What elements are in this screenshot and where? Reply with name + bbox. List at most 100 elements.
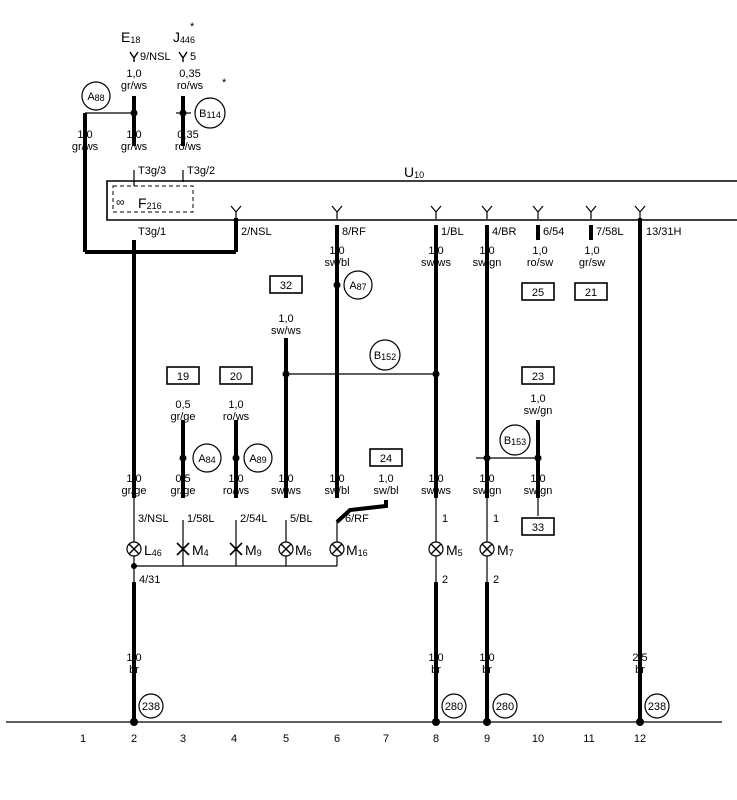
connector-t3g1: T3g/1 xyxy=(138,226,166,238)
svg-text:1,0: 1,0 xyxy=(126,129,141,141)
splice-b114-circle xyxy=(194,97,226,129)
lamp-m4-label: M4 xyxy=(192,542,209,558)
svg-text:1,0: 1,0 xyxy=(530,473,545,485)
ground-280-circle xyxy=(441,693,467,719)
module-u10-label: U10 xyxy=(404,164,424,180)
svg-text:1,0: 1,0 xyxy=(126,68,141,80)
svg-text:1,0: 1,0 xyxy=(278,313,293,325)
svg-text:1,0: 1,0 xyxy=(378,473,393,485)
junction-dot xyxy=(179,454,187,462)
svg-text:gr/ge: gr/ge xyxy=(170,411,195,423)
ground-280-circle xyxy=(492,693,518,719)
svg-text:ro/ws: ro/ws xyxy=(223,411,250,423)
junction-dot xyxy=(232,454,240,462)
junction-dot xyxy=(282,370,290,378)
connector-431: 4/31 xyxy=(139,574,160,586)
svg-text:br: br xyxy=(482,664,492,676)
lamp-icon xyxy=(428,541,444,557)
track-number: 8 xyxy=(433,733,439,745)
track-number: 2 xyxy=(131,733,137,745)
fuse-icon: ∞ xyxy=(116,195,125,209)
pin-icon xyxy=(430,205,442,219)
svg-text:sw/ws: sw/ws xyxy=(421,257,451,269)
connector-5: 5 xyxy=(190,51,196,63)
ground-dot xyxy=(130,718,138,726)
ref-box-23-label: 23 xyxy=(532,371,544,383)
ref-box-25-label: 25 xyxy=(532,287,544,299)
svg-text:1,0: 1,0 xyxy=(584,245,599,257)
connector-2-m7: 2 xyxy=(493,574,499,586)
lamp-m7-label: M7 xyxy=(497,542,514,558)
splice-a89-circle xyxy=(243,443,273,473)
svg-text:0,35: 0,35 xyxy=(177,129,198,141)
connector-6rf: 6/RF xyxy=(345,513,369,525)
ground-280-label: 280 xyxy=(445,701,463,713)
connector-8rf: 8/RF xyxy=(342,226,366,238)
wire-star: * xyxy=(222,77,227,89)
connector-1-m7: 1 xyxy=(493,513,499,525)
svg-text:sw/gn: sw/gn xyxy=(524,405,553,417)
svg-text:1,0: 1,0 xyxy=(278,473,293,485)
splice-a88-circle xyxy=(81,81,111,111)
lamp-l46-label: L46 xyxy=(144,542,162,558)
connector-1331h: 13/31H xyxy=(646,226,682,238)
connector-t3g3: T3g/3 xyxy=(138,165,166,177)
svg-text:gr/ws: gr/ws xyxy=(121,80,148,92)
connector-654: 6/54 xyxy=(543,226,564,238)
svg-text:1,0: 1,0 xyxy=(428,652,443,664)
ref-box-20 xyxy=(219,366,253,385)
svg-text:ro/ws: ro/ws xyxy=(175,141,202,153)
ref-box-32 xyxy=(269,275,303,294)
wire-box24 xyxy=(335,500,388,524)
lamp-m9-label: M9 xyxy=(245,542,262,558)
svg-text:1,0: 1,0 xyxy=(77,129,92,141)
lamp-m6-label: M6 xyxy=(295,542,312,558)
connector-t3g2: T3g/2 xyxy=(187,165,215,177)
lamp-icon xyxy=(176,542,190,556)
lamp-icon xyxy=(278,541,294,557)
connector-3nsl: 3/NSL xyxy=(138,513,169,525)
ref-box-33-label: 33 xyxy=(532,522,544,534)
splice-b153-circle xyxy=(499,424,531,456)
track-number: 4 xyxy=(231,733,237,745)
svg-text:sw/ws: sw/ws xyxy=(271,485,301,497)
ref-box-33 xyxy=(521,517,555,536)
junction-dot xyxy=(131,563,137,569)
ref-box-24-label: 24 xyxy=(380,453,392,465)
svg-text:br: br xyxy=(635,664,645,676)
splice-b114-label: B114 xyxy=(199,108,221,120)
pin-icon xyxy=(634,205,646,219)
connector-158l: 1/58L xyxy=(187,513,215,525)
svg-text:1,0: 1,0 xyxy=(479,473,494,485)
ref-box-19-label: 19 xyxy=(177,371,189,383)
junction-dot xyxy=(534,454,542,462)
lamp-m16-label: M16 xyxy=(346,542,368,558)
svg-text:1,0: 1,0 xyxy=(329,245,344,257)
lamp-icon xyxy=(329,541,345,557)
svg-text:gr/ge: gr/ge xyxy=(121,485,146,497)
svg-text:0,35: 0,35 xyxy=(179,68,200,80)
splice-b152-label: B152 xyxy=(374,350,396,362)
track-number: 3 xyxy=(180,733,186,745)
splice-b153-label: B153 xyxy=(504,435,526,447)
pin-icon xyxy=(585,205,597,219)
svg-text:1,0: 1,0 xyxy=(228,399,243,411)
track-number: 5 xyxy=(283,733,289,745)
ref-box-32-label: 32 xyxy=(280,280,292,292)
track-numbers: 1 2 3 4 5 6 7 8 9 10 11 12 xyxy=(80,733,646,745)
junction-dot xyxy=(483,454,491,462)
svg-text:1,0: 1,0 xyxy=(329,473,344,485)
splice-a84-label: A84 xyxy=(198,453,215,465)
fuse-f216-box xyxy=(112,185,194,213)
connector-2nsl: 2/NSL xyxy=(241,226,272,238)
svg-text:1,0: 1,0 xyxy=(428,245,443,257)
ground-238-label: 238 xyxy=(142,701,160,713)
svg-text:1,0: 1,0 xyxy=(428,473,443,485)
svg-text:0,5: 0,5 xyxy=(175,399,190,411)
pin-icon xyxy=(331,205,343,219)
pin-icon xyxy=(481,205,493,219)
svg-text:gr/ge: gr/ge xyxy=(170,485,195,497)
module-u10-outline xyxy=(106,180,737,221)
svg-text:sw/gn: sw/gn xyxy=(473,485,502,497)
